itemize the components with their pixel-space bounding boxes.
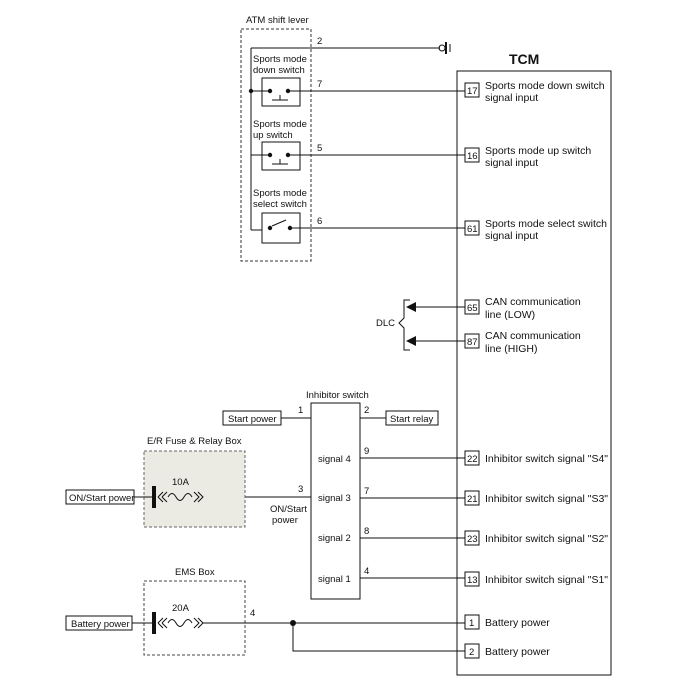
signal-3-label: signal 3 (318, 493, 351, 504)
on-start-source-label: ON/Start power (69, 493, 134, 504)
svg-text:21: 21 (467, 494, 478, 505)
down-switch-icon (261, 77, 301, 107)
connector-bar (152, 612, 156, 634)
er-box (143, 450, 246, 528)
tcm-pin-61: 61 Sports mode select switch signal inpu… (464, 218, 607, 242)
ground-icon (438, 42, 451, 54)
tcm-pin-65: 65 CAN communication line (LOW) (464, 296, 581, 321)
svg-text:signal input: signal input (485, 157, 538, 169)
svg-text:line (LOW): line (LOW) (485, 309, 535, 321)
battery-source-label: Battery power (71, 619, 130, 630)
fuse-20a-label: 20A (172, 603, 190, 614)
svg-text:Inhibitor switch signal "S4": Inhibitor switch signal "S4" (485, 453, 608, 465)
atm-pin-6: 6 (317, 216, 322, 227)
inhibitor-pin-8: 8 (364, 526, 369, 537)
atm-pin-2: 2 (317, 36, 322, 47)
svg-text:Sports mode select switch: Sports mode select switch (485, 218, 607, 230)
svg-text:CAN communication: CAN communication (485, 330, 581, 342)
svg-text:17: 17 (467, 86, 478, 97)
atm-pin-7: 7 (317, 79, 322, 90)
tcm-pin-13: 13 Inhibitor switch signal "S1" (464, 571, 608, 587)
svg-text:87: 87 (467, 337, 478, 348)
inhibitor-pin-1: 1 (298, 405, 303, 416)
svg-text:Battery power: Battery power (485, 617, 550, 629)
svg-text:signal input: signal input (485, 92, 538, 104)
arrow-left-icon (406, 302, 416, 312)
tcm-pin-22: 22 Inhibitor switch signal "S4" (464, 450, 608, 466)
svg-text:23: 23 (467, 534, 478, 545)
up-switch-icon (261, 141, 301, 171)
inhibitor-pin-3: 3 (298, 484, 303, 495)
atm-pin-5: 5 (317, 143, 322, 154)
dlc-label: DLC (376, 318, 395, 329)
svg-text:CAN communication: CAN communication (485, 296, 581, 308)
svg-text:Inhibitor switch signal "S3": Inhibitor switch signal "S3" (485, 493, 608, 505)
signal-2-label: signal 2 (318, 533, 351, 544)
inhibitor-pin-2: 2 (364, 405, 369, 416)
tcm-pin-16: 16 Sports mode up switch signal input (464, 145, 591, 169)
svg-text:65: 65 (467, 303, 478, 314)
svg-text:line (HIGH): line (HIGH) (485, 343, 538, 355)
svg-text:16: 16 (467, 151, 478, 162)
up-switch-label-2: up switch (253, 130, 293, 141)
tcm-title: TCM (509, 51, 539, 67)
svg-text:Battery power: Battery power (485, 646, 550, 658)
svg-text:22: 22 (467, 454, 478, 465)
start-relay-label: Start relay (390, 414, 434, 425)
up-switch-label-1: Sports mode (253, 119, 307, 130)
tcm-pin-87: 87 CAN communication line (HIGH) (464, 330, 581, 355)
atm-title: ATM shift lever (246, 15, 309, 26)
down-switch-label-2: down switch (253, 65, 305, 76)
arrow-left-icon (406, 336, 416, 346)
inhibitor-pin-7: 7 (364, 486, 369, 497)
inhibitor-pin-9: 9 (364, 446, 369, 457)
ems-pin-4: 4 (250, 608, 255, 619)
tcm-pin-17: 17 Sports mode down switch signal input (464, 80, 605, 104)
inhibitor-title: Inhibitor switch (306, 390, 369, 401)
fuse-10a-label: 10A (172, 477, 190, 488)
atm-dashed-box (240, 28, 312, 262)
select-switch-label-1: Sports mode (253, 188, 307, 199)
select-switch-label-2: select switch (253, 199, 307, 210)
on-start-label-2: power (272, 515, 298, 526)
signal-4-label: signal 4 (318, 454, 351, 465)
svg-text:Sports mode down switch: Sports mode down switch (485, 80, 605, 92)
tcm-pin-23: 23 Inhibitor switch signal "S2" (464, 530, 608, 546)
svg-text:1: 1 (469, 618, 474, 629)
ems-box-title: EMS Box (175, 567, 215, 578)
connector-bar (152, 486, 156, 508)
down-switch-label-1: Sports mode (253, 54, 307, 65)
tcm-box (456, 70, 612, 676)
signal-1-label: signal 1 (318, 574, 351, 585)
on-start-label-1: ON/Start (270, 504, 307, 515)
tcm-pin-21: 21 Inhibitor switch signal "S3" (464, 490, 608, 506)
inhibitor-pin-4: 4 (364, 566, 369, 577)
dlc-brace (398, 299, 410, 351)
tcm-pin-2: 2 Battery power (464, 643, 550, 659)
start-relay-box (385, 410, 439, 426)
svg-text:Sports mode up switch: Sports mode up switch (485, 145, 591, 157)
svg-text:61: 61 (467, 224, 478, 235)
svg-text:2: 2 (469, 647, 474, 658)
svg-text:Inhibitor switch signal "S1": Inhibitor switch signal "S1" (485, 574, 608, 586)
er-box-title: E/R Fuse & Relay Box (147, 436, 242, 447)
fuse-icon (157, 491, 204, 503)
svg-text:Inhibitor switch signal "S2": Inhibitor switch signal "S2" (485, 533, 608, 545)
tcm-pin-1: 1 Battery power (464, 614, 550, 630)
battery-wire-2 (292, 623, 465, 652)
inhibitor-box (310, 402, 361, 600)
start-power-label: Start power (228, 414, 277, 425)
svg-text:signal input: signal input (485, 230, 538, 242)
svg-text:13: 13 (467, 575, 478, 586)
